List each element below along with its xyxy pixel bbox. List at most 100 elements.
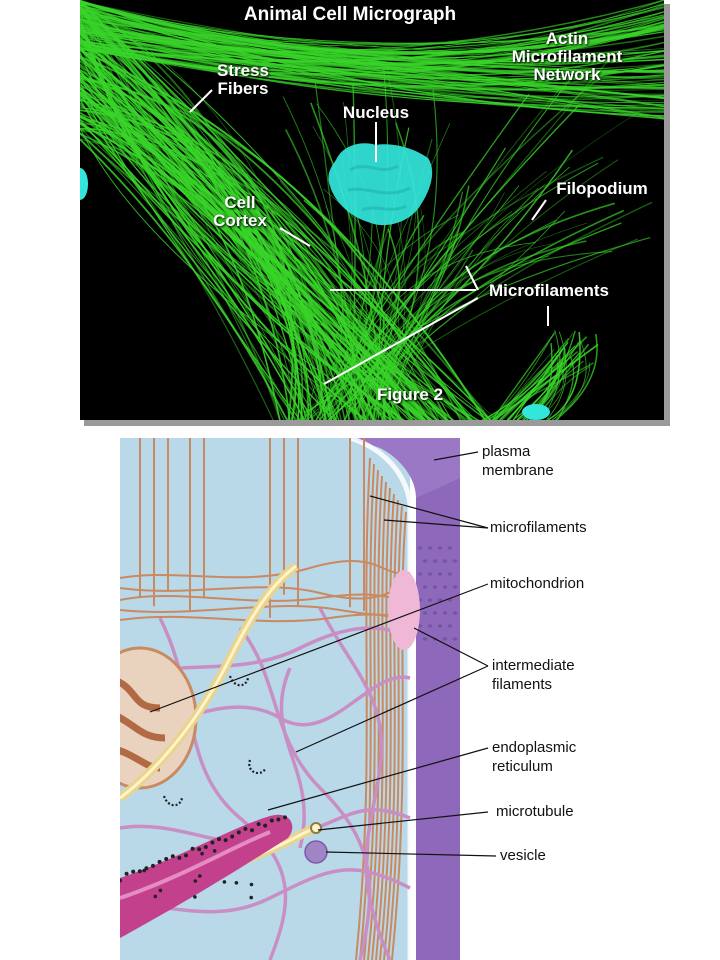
label-intermediate-filaments: intermediate filaments bbox=[492, 657, 575, 693]
micrograph-panel: Animal Cell Micrograph Stress Fibers Act… bbox=[80, 0, 664, 420]
membrane-pore bbox=[442, 559, 448, 563]
endoplasmic-reticulum bbox=[120, 814, 293, 938]
actin-fiber bbox=[80, 0, 664, 53]
actin-fiber bbox=[335, 241, 536, 420]
actin-fiber bbox=[555, 333, 598, 420]
actin-fiber bbox=[390, 184, 545, 420]
ribosome bbox=[236, 830, 241, 835]
actin-fiber bbox=[284, 129, 357, 420]
ribosome bbox=[256, 822, 261, 827]
membrane-pore bbox=[447, 598, 453, 602]
actin-fiber bbox=[80, 49, 664, 120]
membrane-pore bbox=[437, 598, 443, 602]
actin-fiber bbox=[389, 76, 573, 420]
actin-fiber bbox=[80, 3, 298, 420]
membrane-pore bbox=[452, 637, 458, 641]
ribosome bbox=[193, 879, 198, 883]
actin-fiber bbox=[325, 68, 389, 412]
membrane-pore bbox=[437, 572, 443, 576]
pointer-microfilaments-1 bbox=[465, 265, 479, 291]
ribosome bbox=[243, 826, 248, 831]
ribosome bbox=[151, 863, 155, 868]
membrane-pore bbox=[437, 624, 443, 628]
ribosome bbox=[197, 847, 202, 852]
actin-fiber bbox=[323, 62, 403, 420]
membrane-pore bbox=[447, 624, 453, 628]
membrane-pore bbox=[447, 572, 453, 576]
membrane-pore bbox=[442, 611, 448, 615]
actin-fiber bbox=[323, 188, 400, 420]
pointer-microfilaments-3 bbox=[323, 297, 479, 385]
membrane-pore bbox=[422, 637, 428, 641]
actin-fiber bbox=[551, 340, 587, 420]
actin-fiber bbox=[80, 121, 306, 420]
actin-fiber bbox=[80, 71, 305, 420]
ribosome bbox=[249, 895, 253, 900]
actin-fiber bbox=[353, 199, 367, 420]
actin-fiber bbox=[325, 249, 474, 413]
actin-fiber bbox=[80, 13, 664, 100]
membrane-pore bbox=[417, 546, 423, 550]
figure-label: Figure 2 bbox=[376, 385, 444, 404]
pointer-stress-fibers bbox=[189, 89, 213, 113]
ribosome bbox=[263, 823, 268, 828]
label-vesicle: vesicle bbox=[500, 847, 546, 864]
cytoskeleton-diagram bbox=[120, 438, 460, 960]
micrograph-pointer-lines bbox=[189, 89, 549, 385]
membrane-pore bbox=[452, 585, 458, 589]
membrane-pore bbox=[432, 585, 438, 589]
ribosome bbox=[234, 881, 239, 885]
actin-fiber bbox=[80, 118, 399, 420]
ribosome bbox=[131, 869, 136, 874]
label-actin-network: Actin Microfilament Network bbox=[511, 29, 623, 84]
membrane-pore bbox=[422, 611, 428, 615]
actin-fiber bbox=[80, 15, 664, 58]
actin-fiber bbox=[483, 345, 576, 420]
ribosome bbox=[193, 895, 197, 899]
membrane-pore bbox=[432, 611, 438, 615]
actin-fiber bbox=[486, 332, 574, 420]
microtubule-end bbox=[310, 822, 322, 834]
membrane-pore bbox=[427, 624, 433, 628]
actin-fiber bbox=[80, 8, 664, 44]
ribosome bbox=[198, 874, 202, 878]
actin-fiber bbox=[324, 210, 373, 417]
actin-fiber bbox=[313, 156, 604, 414]
membrane-pore bbox=[442, 637, 448, 641]
ribosome bbox=[269, 818, 274, 823]
actin-fiber bbox=[305, 210, 566, 420]
actin-fiber bbox=[508, 361, 564, 420]
membrane-pore bbox=[432, 559, 438, 563]
actin-fiber bbox=[80, 47, 664, 119]
er-ribosomes bbox=[120, 815, 287, 900]
ribosome bbox=[157, 859, 162, 864]
actin-fibers bbox=[80, 0, 664, 420]
actin-fiber bbox=[80, 0, 664, 117]
ribosome bbox=[203, 845, 208, 849]
ribosome bbox=[142, 868, 146, 873]
actin-fiber bbox=[80, 9, 322, 420]
membrane-pore bbox=[422, 585, 428, 589]
actin-fiber bbox=[80, 0, 327, 420]
actin-fiber bbox=[365, 166, 570, 420]
actin-fiber bbox=[80, 38, 425, 420]
ribosome bbox=[200, 851, 204, 856]
actin-fiber bbox=[80, 84, 401, 420]
micrograph-shadow-right bbox=[664, 4, 670, 426]
ribosome bbox=[164, 857, 169, 861]
actin-fiber bbox=[493, 343, 599, 420]
micrograph-shadow-bottom bbox=[84, 420, 670, 426]
ribosome bbox=[124, 871, 129, 876]
ribosome bbox=[170, 854, 175, 859]
actin-fiber bbox=[546, 331, 567, 420]
actin-fiber bbox=[325, 72, 606, 411]
actin-fiber bbox=[80, 48, 664, 99]
membrane-pore bbox=[437, 546, 443, 550]
membrane-pore bbox=[442, 585, 448, 589]
micrograph-image bbox=[80, 0, 664, 420]
actin-fiber bbox=[80, 30, 664, 55]
actin-fiber bbox=[80, 23, 664, 79]
actin-fiber bbox=[80, 34, 664, 86]
actin-fiber bbox=[80, 0, 664, 45]
ribosome bbox=[177, 855, 182, 860]
